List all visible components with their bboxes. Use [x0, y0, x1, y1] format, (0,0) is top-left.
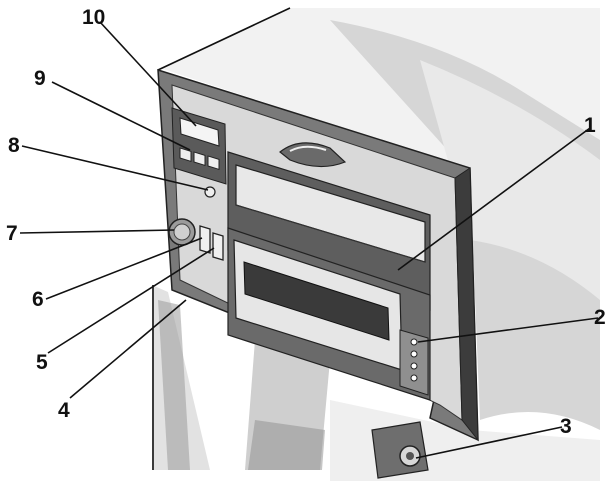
leader-5: [47, 247, 215, 354]
optical-drive-seam: [235, 204, 426, 263]
bezel-latch-highlight: [289, 145, 327, 152]
status-led-icon: [410, 338, 418, 346]
status-led-icon: [410, 362, 418, 370]
lcd-menu-button[interactable]: [179, 147, 192, 163]
chassis-base-center-stripes: [248, 420, 325, 470]
chassis-base-stripes: [158, 300, 190, 470]
chassis-side-shade-light: [420, 60, 600, 300]
leader-1: [397, 127, 591, 271]
leader-4: [69, 299, 187, 399]
usb-port-icon[interactable]: [199, 225, 211, 254]
leader-9: [51, 81, 191, 151]
lcd-panel-group: [171, 107, 227, 185]
lcd-select-button[interactable]: [193, 151, 206, 167]
callout-6: 6: [32, 288, 44, 311]
callout-2: 2: [594, 306, 606, 329]
lock-keyhole-center: [406, 452, 414, 460]
drive-bay-lower-slot: [243, 261, 390, 341]
callout-5: 5: [36, 351, 48, 374]
status-led-icon: [410, 374, 418, 382]
callout-leaders: [19, 21, 599, 459]
lcd-scroll-button[interactable]: [207, 155, 220, 171]
bezel-lock-housing: [371, 421, 429, 479]
system-id-button[interactable]: [204, 186, 216, 198]
leader-2: [417, 317, 599, 343]
power-button-inner: [173, 223, 191, 241]
chassis-top-edge: [157, 7, 291, 71]
bezel-latch[interactable]: [279, 142, 347, 168]
leader-6: [45, 237, 203, 300]
lcd-display: [179, 117, 220, 147]
leader-10: [99, 21, 197, 127]
drive-bay-lower: [227, 227, 431, 401]
bezel-lock[interactable]: [371, 421, 429, 479]
callout-10: 10: [82, 6, 105, 29]
power-button[interactable]: [168, 218, 196, 246]
leader-7: [19, 229, 175, 234]
callout-7: 7: [6, 222, 18, 245]
status-led-icon: [410, 350, 418, 358]
front-bezel-right-edge: [454, 167, 479, 442]
leader-3: [415, 426, 563, 459]
callout-4: 4: [58, 399, 70, 422]
callout-labels: 1 2 3 4 5 6 7 8 9 10: [6, 6, 606, 438]
callout-8: 8: [8, 134, 20, 157]
callout-3: 3: [560, 415, 572, 438]
callout-9: 9: [34, 67, 46, 90]
leader-8: [21, 145, 209, 191]
callout-1: 1: [584, 114, 596, 137]
usb-port-icon[interactable]: [212, 232, 224, 261]
